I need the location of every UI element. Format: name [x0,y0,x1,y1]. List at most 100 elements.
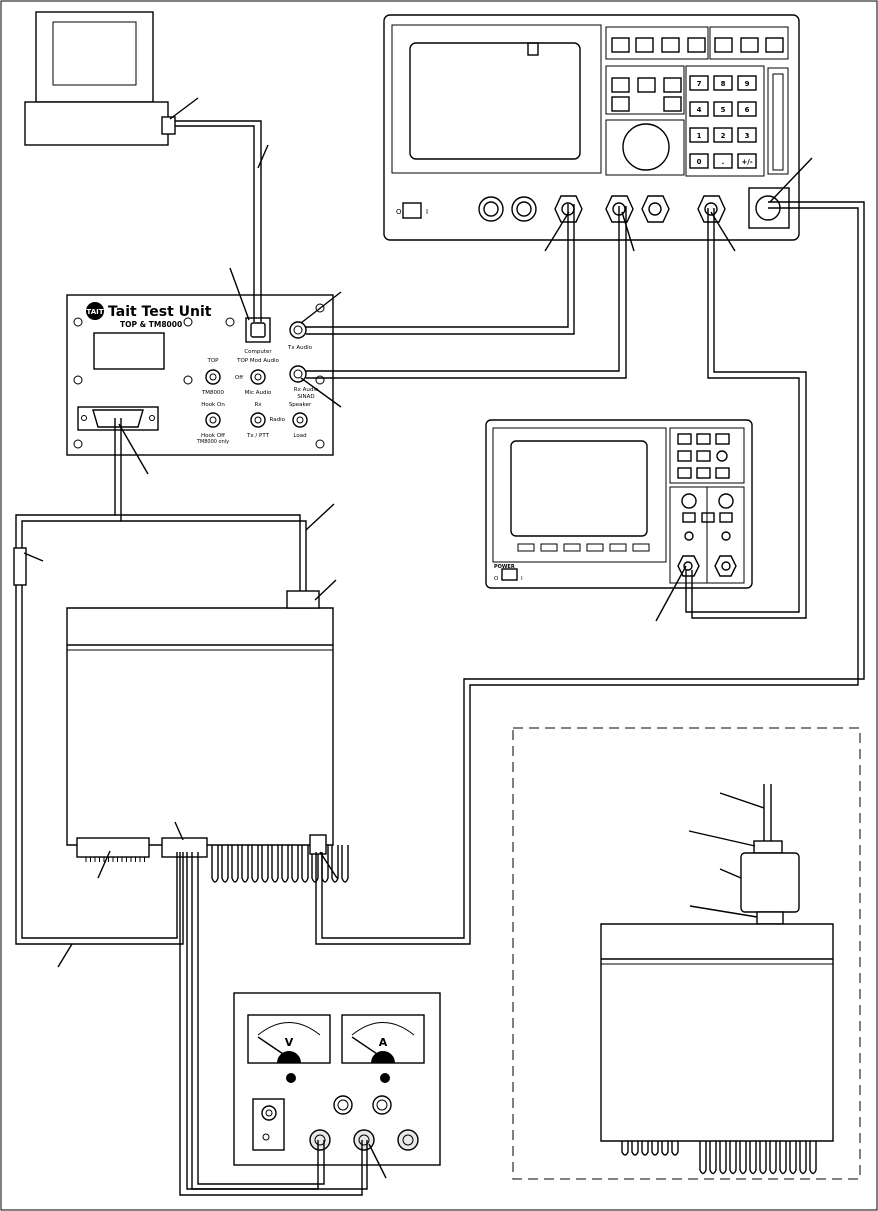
tait-logo [86,302,104,320]
service-monitor-softkey[interactable] [611,37,630,53]
current-adjust-knob[interactable] [380,1073,390,1083]
callout-line [314,579,337,601]
callout-line [118,423,149,475]
voltage-adjust-knob[interactable] [286,1073,296,1083]
tx-audio-jack[interactable] [289,321,307,339]
callout-line [305,503,335,531]
radio-accessory-connector[interactable] [76,837,150,858]
service-monitor-softkey[interactable] [714,37,733,53]
service-monitor-power-switch[interactable] [402,202,422,219]
oscilloscope-softkey[interactable] [609,543,627,552]
ground-output-terminal[interactable] [397,1129,419,1151]
oscilloscope-button[interactable] [696,450,711,462]
radio-power-connector[interactable] [161,837,208,858]
rx-audio-jack[interactable] [289,365,307,383]
service-monitor-audio-out-connector[interactable] [554,195,583,223]
keypad-key[interactable] [737,101,757,117]
oscilloscope-button[interactable] [719,512,733,523]
keypad-key[interactable] [689,153,709,169]
speaker-label: Speaker [289,402,312,408]
keypad-key[interactable] [689,75,709,91]
oscilloscope-power-switch[interactable] [501,568,518,581]
power-supply-terminal[interactable] [372,1095,392,1115]
keypad-key[interactable] [689,101,709,117]
keypad-key[interactable] [737,75,757,91]
keypad-key[interactable] [713,75,733,91]
heatsink-fin [211,845,219,883]
oscilloscope-display-bezel [492,427,667,563]
heatsink-fin [311,845,319,883]
service-monitor-connector[interactable] [641,195,670,223]
oscilloscope-button[interactable] [677,467,692,479]
callout-line [300,377,342,408]
service-monitor-function-key[interactable] [611,96,630,112]
computer-cable [175,120,262,322]
service-monitor-softkey[interactable] [635,37,654,53]
oscilloscope-softkeys [517,543,650,552]
off-label: Off [235,375,243,381]
service-monitor-audio-in-connector[interactable] [605,195,634,223]
service-monitor-connector[interactable] [478,196,504,222]
service-monitor-function-key[interactable] [611,77,630,93]
test-unit-computer-port[interactable] [245,317,271,343]
oscilloscope-button[interactable] [677,450,692,462]
oscilloscope-softkey[interactable] [563,543,581,552]
speaker-switch[interactable] [292,412,308,428]
oscilloscope-ch1-input[interactable] [677,555,700,577]
keypad-key[interactable] [737,153,757,169]
oscilloscope-softkey[interactable] [517,543,535,552]
service-monitor-function-key[interactable] [637,77,656,93]
dsub-to-radio-cable [15,514,184,945]
oscilloscope-knob[interactable] [681,493,697,509]
heatsink-fin [631,1141,639,1156]
rx-tx-ptt-switch[interactable] [250,412,266,428]
oscilloscope-button[interactable] [677,433,692,445]
heatsink-fin [749,1141,757,1175]
service-monitor-tuning-knob[interactable] [622,123,670,171]
test-unit-dsub-connector[interactable] [77,406,159,431]
oscilloscope-button[interactable] [696,467,711,479]
service-monitor-function-key[interactable] [663,96,682,112]
keypad-key[interactable] [689,127,709,143]
service-monitor-softkey[interactable] [765,37,784,53]
hook-switch[interactable] [205,412,221,428]
service-monitor-connector[interactable] [511,196,537,222]
service-monitor-function-key[interactable] [663,77,682,93]
radio-antenna-connector[interactable] [286,590,320,609]
hook-on-label: Hook On [201,402,225,408]
heatsink-fin [739,1141,747,1175]
keypad-key[interactable] [713,101,733,117]
heatsink-fin [729,1141,737,1175]
oscilloscope-button[interactable] [696,433,711,445]
power-supply-switch[interactable] [261,1105,277,1121]
screw [73,439,83,449]
keypad-key[interactable] [737,127,757,143]
oscilloscope-softkey[interactable] [632,543,650,552]
heatsink-fin [331,845,339,883]
radio-rf-connector[interactable] [309,834,327,855]
keypad-key[interactable] [713,127,733,143]
service-monitor-softkey[interactable] [740,37,759,53]
top-tm8000-switch[interactable] [205,369,221,385]
keypad-key-label: 4 [697,106,702,114]
service-monitor-scope-connector[interactable] [697,195,726,223]
keypad-key[interactable] [713,153,733,169]
oscilloscope-knob[interactable] [718,493,734,509]
service-monitor-softkey[interactable] [687,37,706,53]
oscilloscope-small-knob[interactable] [684,531,694,541]
oscilloscope-button[interactable] [682,512,696,523]
negative-output-terminal[interactable] [309,1129,331,1151]
oscilloscope-small-knob[interactable] [716,450,728,462]
computer-serial-port [161,116,176,135]
oscilloscope-softkey[interactable] [586,543,604,552]
power-supply-terminal[interactable] [333,1095,353,1115]
oscilloscope-button[interactable] [701,512,715,523]
oscilloscope-softkey[interactable] [540,543,558,552]
oscilloscope-button[interactable] [715,467,730,479]
service-monitor-softkey[interactable] [661,37,680,53]
oscilloscope-button[interactable] [715,433,730,445]
top-mod-audio-switch[interactable] [250,369,266,385]
oscilloscope-small-knob[interactable] [721,531,731,541]
oscilloscope-ch2-input[interactable] [714,555,737,577]
keypad-key-label: 1 [697,132,702,140]
